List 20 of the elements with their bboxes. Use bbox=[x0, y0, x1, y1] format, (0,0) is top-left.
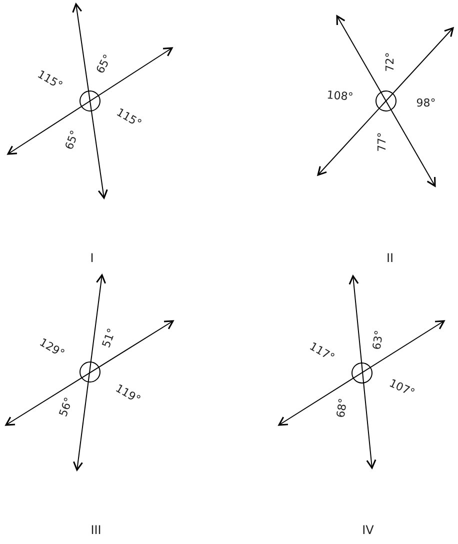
angle-label: 56° bbox=[58, 396, 74, 418]
angle-label: 108° bbox=[326, 89, 354, 103]
angle-label: 65° bbox=[64, 128, 80, 152]
angle-label: 51° bbox=[100, 326, 118, 350]
angle-label: 77° bbox=[376, 132, 388, 152]
angle-label: 65° bbox=[94, 52, 114, 76]
angle-label: 115° bbox=[36, 68, 64, 92]
figure-numeral: IV bbox=[362, 524, 374, 536]
angle-label: 117° bbox=[308, 340, 336, 364]
angle-label: 107° bbox=[388, 377, 416, 399]
angle-label: 68° bbox=[335, 398, 349, 418]
figure-numeral: III bbox=[90, 524, 102, 536]
angle-label: 98° bbox=[416, 98, 436, 108]
angle-label: 63° bbox=[371, 330, 385, 350]
figure-numeral: I bbox=[90, 252, 94, 264]
angle-label: 115° bbox=[114, 106, 144, 130]
figure-numeral: II bbox=[386, 252, 394, 264]
angle-label: 72° bbox=[384, 52, 396, 72]
angle-label: 129° bbox=[38, 336, 66, 360]
angle-label: 119° bbox=[114, 382, 142, 406]
